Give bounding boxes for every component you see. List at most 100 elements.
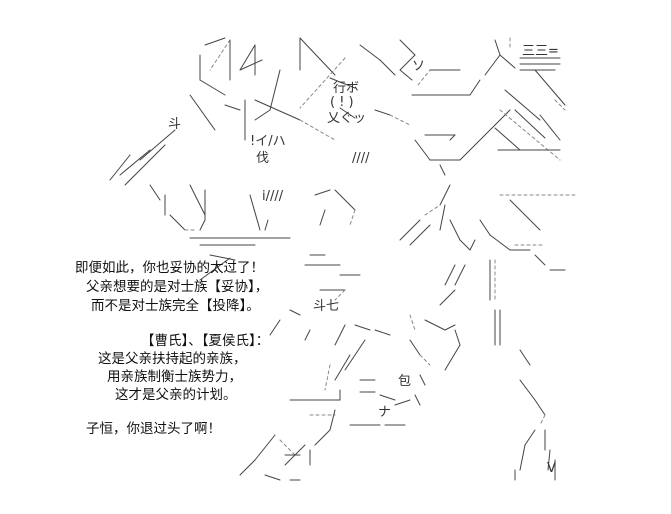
art-stroke [409,224,431,246]
dialogue-line-8: 子恒，你退过头了啊！ [86,421,221,437]
art-stroke [547,449,551,471]
art-stroke [439,164,446,176]
art-stroke [349,209,356,226]
art-glyph: 斗 [168,117,182,132]
dialogue-line-5: 这是父亲扶持起的亲族， [98,351,247,367]
art-stroke [324,364,331,391]
art-stroke [239,44,256,71]
art-stroke [314,189,331,196]
art-stroke [554,99,566,111]
art-glyph: !イ/ハ [250,134,286,149]
art-stroke [519,349,531,366]
art-stroke [454,264,466,286]
art-stroke [519,379,536,401]
art-stroke [199,79,226,96]
art-stroke [439,289,456,306]
art-stroke [189,94,216,131]
art-stroke [239,459,256,476]
art-stroke [299,57,346,109]
art-stroke [454,329,461,346]
dialogue-line-3: 而不是对士族完全【投降】。 [91,298,260,314]
art-stroke [439,204,446,231]
art-stroke [424,319,446,331]
art-stroke [264,219,269,231]
art-stroke [534,254,546,266]
art-stroke [409,339,421,356]
art-stroke [399,69,413,81]
art-stroke [199,219,206,231]
art-stroke [279,439,296,456]
art-stroke [494,109,511,126]
art-stroke [304,329,311,341]
art-stroke [319,209,326,226]
art-stroke [209,254,236,261]
art-stroke [334,324,346,346]
art-stroke [264,474,281,481]
art-stroke [539,114,561,141]
art-stroke [504,89,541,121]
art-glyph: ソ [412,59,426,74]
art-stroke [139,129,176,161]
art-glyph: 行ボ [333,81,360,96]
art-stroke [254,99,301,121]
art-glyph: ナ [378,405,392,420]
art-stroke [379,394,396,401]
art-stroke [189,184,206,216]
art-stroke [169,214,186,231]
dialogue-line-4: 【曹氏】、【夏侯氏】： [141,333,270,349]
art-stroke [524,429,536,446]
art-stroke [417,69,431,86]
art-stroke [414,394,421,406]
art-stroke [499,109,561,161]
art-stroke [424,204,441,216]
art-stroke [289,309,301,316]
art-stroke [479,219,491,236]
art-stroke [484,54,501,76]
art-stroke [269,319,281,336]
art-glyph: //// [352,151,370,166]
art-stroke [409,314,416,331]
art-stroke [269,69,281,111]
art-stroke [419,354,431,366]
dialogue-line-1: 即便如此，你也妥协的太过了！ [75,260,264,276]
art-stroke [399,39,416,56]
art-stroke [459,124,496,161]
art-stroke [109,154,131,181]
art-stroke [394,399,411,406]
art-stroke [119,149,151,176]
art-glyph: 伐 [256,151,270,166]
art-glyph: 包 [398,374,412,389]
art-stroke [359,44,381,61]
dialogue-line-2: 父亲想要的是对士族【妥协】， [86,279,269,295]
art-stroke [299,119,336,141]
art-glyph: 三三= [522,44,559,59]
art-glyph: 乂ぐッ [327,111,367,126]
art-stroke [334,189,356,211]
art-stroke [149,184,161,201]
art-stroke [509,199,541,231]
art-glyph: ( ! ) [330,95,354,110]
art-glyph: i//// [262,189,284,204]
art-stroke [399,219,421,241]
art-stroke [439,184,451,206]
art-stroke [224,104,241,111]
art-stroke [344,339,366,371]
art-stroke [299,37,336,76]
art-stroke [444,264,456,286]
art-stroke [329,409,336,431]
art-stroke [314,429,331,446]
art-stroke [419,374,426,386]
dialogue-line-7: 这才是父亲的计划。 [115,387,237,403]
art-stroke [519,444,526,471]
art-stroke [444,324,456,331]
art-stroke [334,289,346,301]
art-stroke [334,354,351,381]
art-stroke [254,434,276,461]
art-stroke [399,54,416,71]
art-stroke [494,127,521,151]
art-stroke [204,37,226,46]
art-stroke [329,77,356,89]
art-stroke [444,344,461,371]
art-stroke [339,107,356,119]
